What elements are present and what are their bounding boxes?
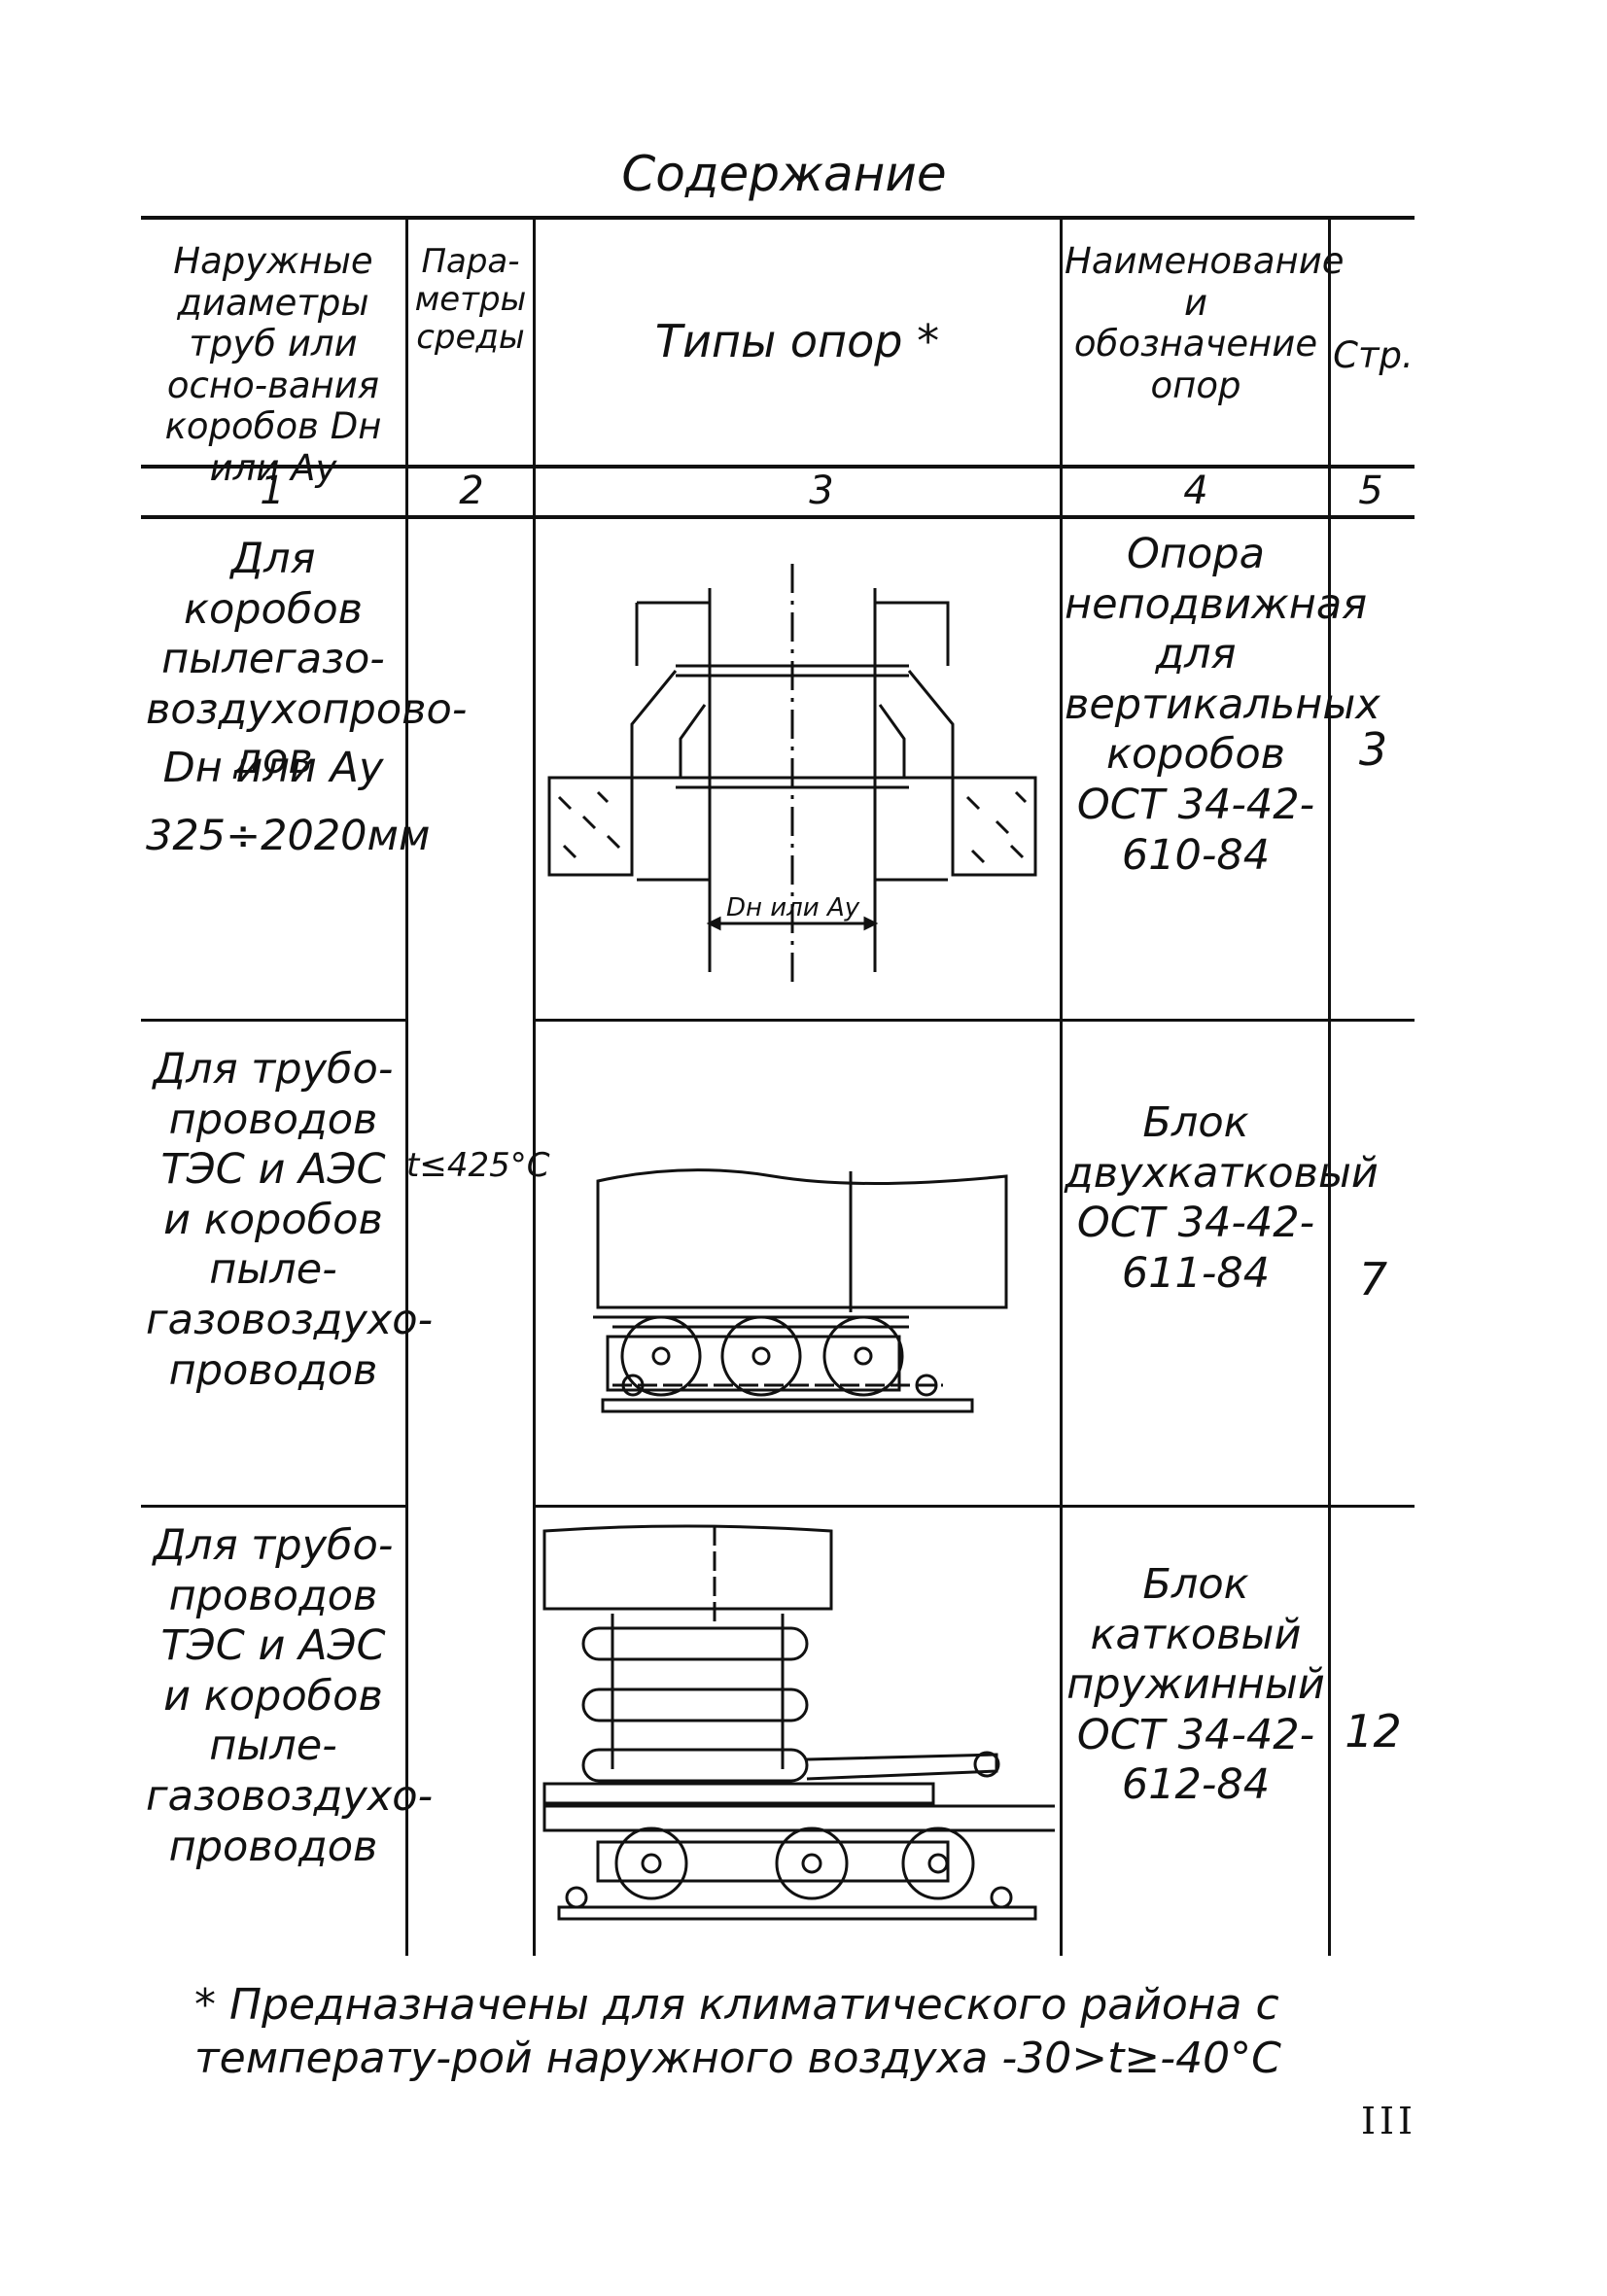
- spring-roller-block-drawing: [542, 1524, 1055, 1921]
- header-col1: Наружные диаметры труб или осно-вания ко…: [164, 240, 382, 489]
- col-number-4: 4: [1183, 469, 1208, 513]
- row1-bottom-rule-left: [141, 1019, 405, 1022]
- table-top-rule: [141, 216, 1415, 220]
- numbers-bottom-rule: [141, 515, 1415, 519]
- col-sep-2: [533, 216, 536, 1956]
- page-title: Содержание: [621, 146, 947, 202]
- row1-name: Опора неподвижная для вертикальных короб…: [1065, 530, 1380, 880]
- row3-name: Блок катковый пружинный ОСТ 34-42-612-84: [1066, 1560, 1325, 1810]
- row3-page: 12: [1345, 1705, 1402, 1757]
- row2-bottom-rule-right: [535, 1505, 1415, 1508]
- page-number: III: [1361, 2100, 1417, 2142]
- row2-name: Блок двухкатковый ОСТ 34-42-611-84: [1065, 1098, 1379, 1298]
- fixed-support-drawing: Dн или Ау: [547, 564, 1037, 982]
- header-col2: Пара-метры среды: [414, 242, 527, 358]
- two-roller-block-drawing: [593, 1168, 1008, 1413]
- row3-purpose: Для трубо-проводов ТЭС и АЭС и коробов п…: [146, 1521, 434, 1871]
- row1-diam-range: 325÷2020мм: [146, 812, 431, 860]
- col-number-2: 2: [459, 469, 484, 513]
- row2-page: 7: [1358, 1253, 1388, 1305]
- footnote: * Предназначены для климатического район…: [194, 1980, 1281, 2083]
- row2-purpose: Для трубо-проводов ТЭС и АЭС и коробов п…: [146, 1045, 434, 1395]
- row1-page: 3: [1358, 723, 1388, 776]
- drawing-label-diam: Dн или Ау: [726, 893, 860, 922]
- col-sep-4: [1328, 216, 1331, 1956]
- header-bottom-rule: [141, 465, 1415, 469]
- row1-bottom-rule-right: [535, 1019, 1415, 1022]
- row1-diam-label: Dн или Ау: [162, 744, 384, 792]
- row2-bottom-rule-left: [141, 1505, 405, 1508]
- header-col5: Стр.: [1333, 334, 1414, 376]
- col-sep-1: [405, 216, 408, 1956]
- row1-purpose: Для коробов пылегазо-воздухопрово-дов: [146, 535, 468, 784]
- col-number-5: 5: [1358, 469, 1383, 513]
- col-number-3: 3: [809, 469, 834, 513]
- parameter-value: t≤425°C: [406, 1146, 550, 1185]
- header-col3: Типы опор *: [654, 315, 940, 367]
- header-col4: Наименование и обозначение опор: [1065, 240, 1345, 406]
- col-number-1: 1: [260, 469, 285, 513]
- col-sep-3: [1060, 216, 1063, 1956]
